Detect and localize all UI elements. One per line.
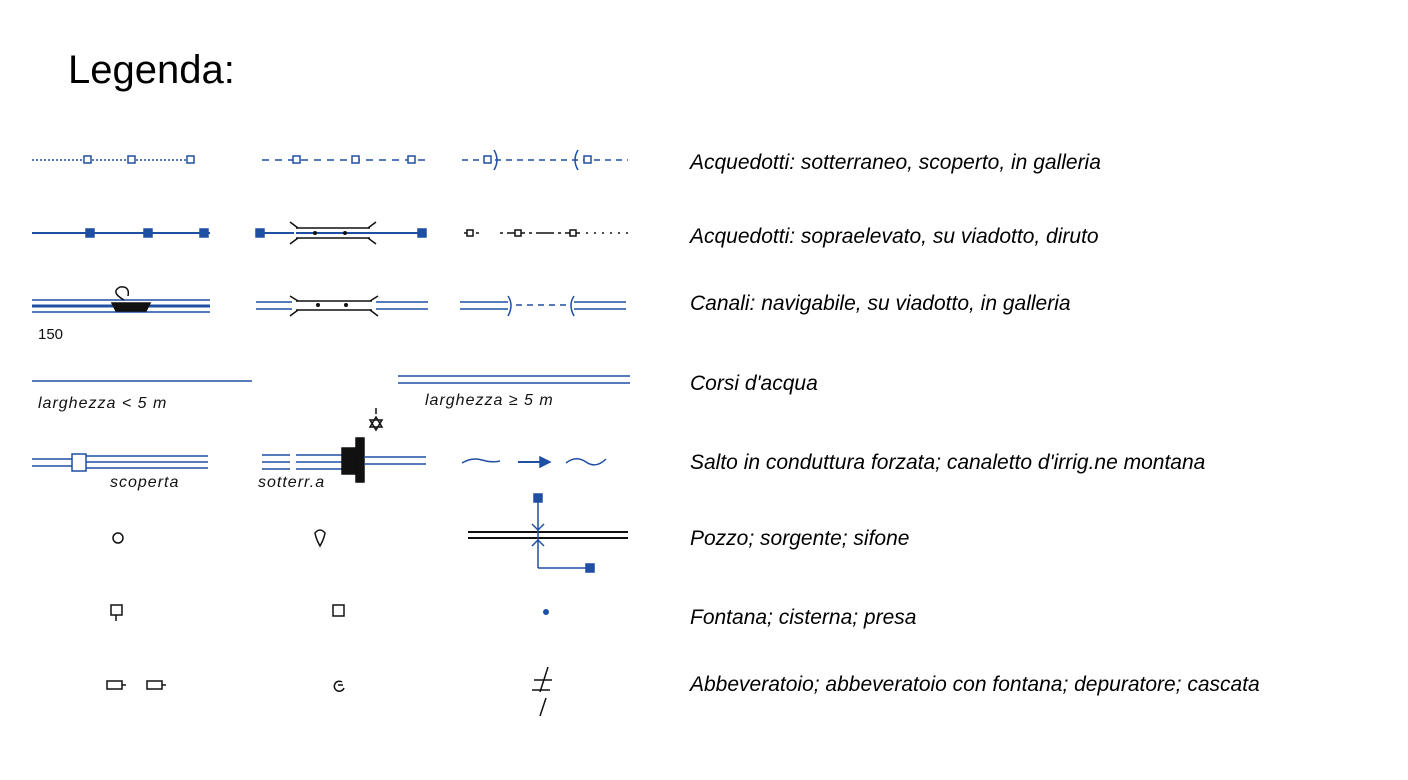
penstock-open-symbol (32, 453, 208, 472)
width-small-label: larghezza < 5 m (38, 395, 167, 412)
purifier-cascade-symbol (532, 666, 552, 717)
canal-tunnel-symbol (460, 295, 626, 317)
canal-navigable-symbol (32, 286, 210, 313)
legend-description-troughs: Abbeveratoio; abbeveratoio con fontana; … (690, 673, 1260, 696)
spring-symbol (314, 529, 326, 548)
penstock-open-label: scoperta (110, 474, 179, 491)
legend-description-aqueducts-2: Acquedotti: sopraelevato, su viadotto, d… (690, 225, 1099, 248)
siphon-symbol (468, 493, 628, 573)
canal-viaduct-symbol (256, 295, 428, 317)
legend-title: Legenda: (68, 48, 235, 92)
watercourse-large-line (398, 375, 630, 384)
trough-with-fountain-symbol (333, 680, 345, 692)
cistern-symbol (332, 604, 345, 617)
width-large-label: larghezza ≥ 5 m (425, 392, 554, 409)
legend-description-canals: Canali: navigabile, su viadotto, in gall… (690, 292, 1071, 315)
intake-symbol (543, 609, 549, 615)
legend-description-wells: Pozzo; sorgente; sifone (690, 527, 910, 550)
aqueduct-underground-symbol (32, 155, 195, 164)
aqueduct-open-symbol (262, 155, 426, 164)
penstock-underground-symbol (262, 408, 426, 483)
legend-description-penstock: Salto in conduttura forzata; canaletto d… (690, 451, 1206, 474)
aqueduct-tunnel-symbol (462, 149, 628, 171)
legend-description-fountains: Fontana; cisterna; presa (690, 606, 917, 629)
trough-symbol (106, 680, 166, 690)
legend-description-aqueducts-1: Acquedotti: sotterraneo, scoperto, in ga… (690, 151, 1101, 174)
irrigation-channel-symbol (461, 455, 607, 469)
legend-description-watercourses: Corsi d'acqua (690, 372, 818, 395)
aqueduct-ruined-symbol (464, 229, 632, 237)
aqueduct-viaduct-symbol (255, 221, 427, 245)
well-symbol (112, 532, 124, 544)
aqueduct-elevated-symbol (32, 228, 210, 238)
fountain-symbol (110, 604, 123, 621)
penstock-underground-label: sotterr.a (258, 474, 325, 491)
canal-number-label: 150 (38, 326, 63, 343)
